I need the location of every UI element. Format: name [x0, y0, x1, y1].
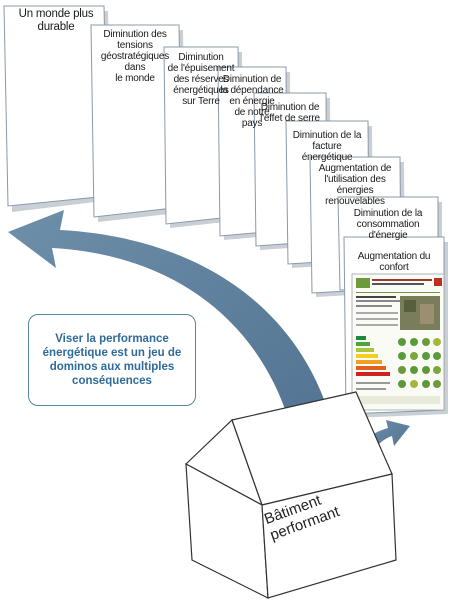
card-text-line: en énergie: [229, 96, 275, 107]
card-text-line: facture énergétique: [301, 141, 353, 163]
card-label-renouvelables: Augmentation de l'utilisation des énergi…: [311, 163, 399, 207]
card-label-tensions: Diminution des tensions géostratégiques …: [92, 29, 178, 84]
card-text-line: l'utilisation des: [324, 174, 386, 185]
domino-card-tensions: [90, 24, 186, 222]
card-text-line: Diminution de la: [292, 130, 362, 141]
card-text-line: Diminution de la: [353, 208, 423, 219]
card-text-line: le monde: [115, 73, 155, 84]
card-label-effet-serre: Diminution de l'effet de serre: [255, 102, 325, 124]
card-text-line: Diminution des tensions: [103, 29, 167, 51]
card-text-line: l'effet de serre: [260, 113, 320, 124]
card-text-line: de notre: [234, 107, 270, 118]
card-label-epuisement: Diminution de l'épuisement des réserves …: [165, 52, 237, 107]
card-label-facture: Diminution de la facture énergétique: [287, 130, 367, 163]
card-text-line: sur Terre: [182, 96, 220, 107]
card-text-line: énergies renouvelables: [325, 185, 385, 207]
card-label-dependance: Diminution de la dépendance en énergie d…: [219, 74, 285, 129]
energy-certificate-document: [351, 273, 445, 411]
building-house: [184, 391, 397, 600]
card-text-line: Diminution: [178, 52, 224, 63]
card-text-line: Diminution de: [260, 102, 320, 113]
card-label-confort: Augmentation du confort: [345, 251, 443, 273]
callout-box: Viser la performance énergétique est un …: [28, 314, 196, 406]
card-label-consommation: Diminution de la consommation d'énergie: [339, 208, 437, 241]
card-text-line: la dépendance: [220, 85, 284, 96]
card-text-line: de l'épuisement: [167, 63, 235, 74]
domino-card-monde-durable: [3, 5, 112, 212]
card-text-line: énergétiques: [173, 85, 229, 96]
card-text-line: pays: [241, 118, 263, 129]
card-text-line: Augmentation de: [318, 163, 392, 174]
card-text-line: géostratégiques dans: [100, 51, 170, 73]
card-text-line: Augmentation du confort: [357, 251, 431, 273]
card-text-line: consommation d'énergie: [356, 219, 420, 241]
card-text-line: des réserves: [173, 74, 229, 85]
card-label-monde-durable: Un monde plus durable: [6, 8, 106, 34]
callout-text: Viser la performance énergétique est un …: [42, 333, 182, 387]
card-text-line: Diminution de: [222, 74, 282, 85]
card-text-line: Un monde plus durable: [18, 8, 94, 33]
